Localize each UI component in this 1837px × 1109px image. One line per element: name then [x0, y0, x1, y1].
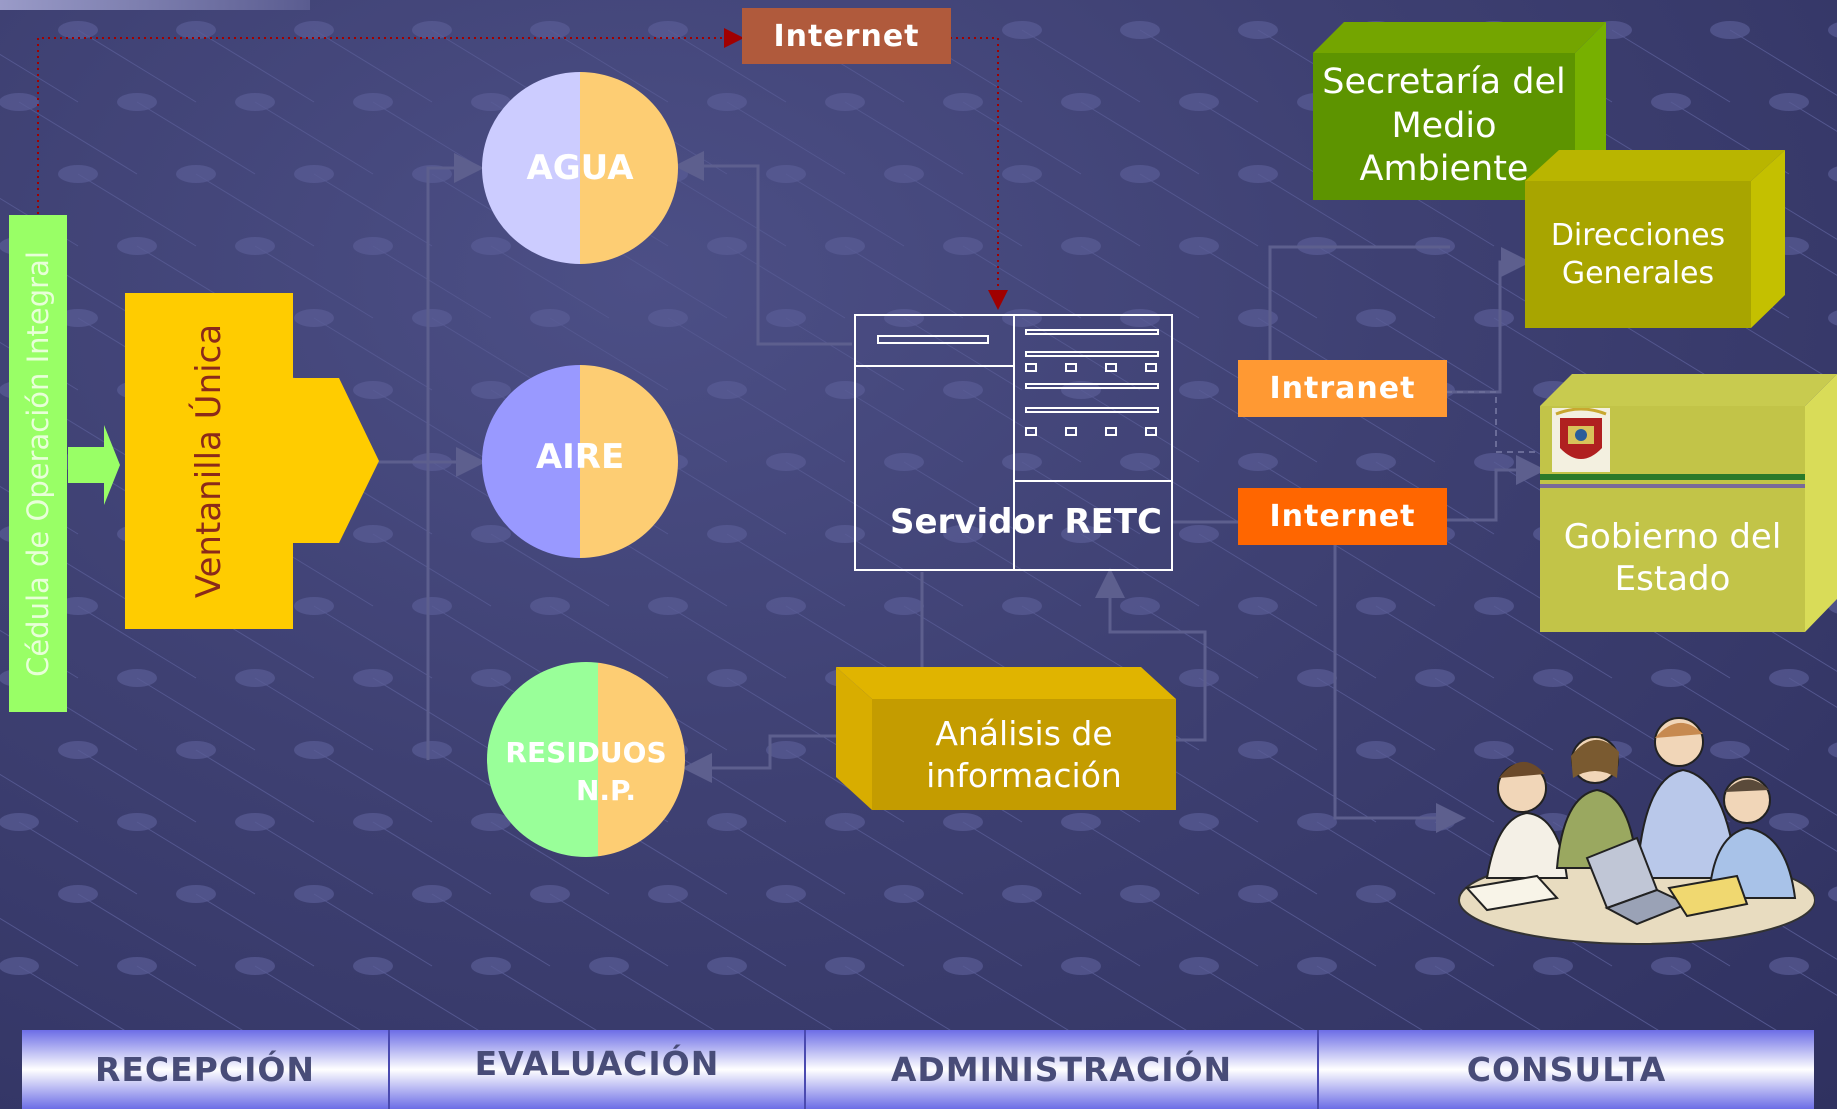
internet-top-box: Internet — [742, 8, 951, 64]
secretaria-line1: Secretaría del — [1322, 61, 1566, 102]
secretaria-line2: Medio Ambiente — [1359, 105, 1529, 190]
cedula-operacion-bar: Cédula de Operación Integral — [9, 215, 67, 712]
residuos-label-line1: RESIDUOS — [505, 736, 667, 769]
residuos-circle: RESIDUOS N.P. — [487, 662, 685, 857]
cedula-label: Cédula de Operación Integral — [21, 250, 55, 677]
intranet-label: Intranet — [1269, 371, 1416, 406]
server-icon — [854, 314, 1173, 571]
stage-recepcion: RECEPCIÓN — [22, 1030, 390, 1109]
gobierno-estado: Gobierno del Estado — [1540, 374, 1837, 632]
ventanilla-label: Ventanilla Única — [189, 323, 229, 599]
gobierno-box-shape — [1540, 374, 1837, 632]
agua-circle: AGUA — [482, 72, 678, 264]
ventanilla-unica: Ventanilla Única — [125, 293, 293, 629]
analisis-informacion: Análisis de información — [836, 667, 1176, 810]
stage-consulta: CONSULTA — [1466, 1050, 1667, 1089]
stage-evaluacion: EVALUACIÓN — [390, 1030, 806, 1109]
direcciones-box-shape — [1525, 150, 1785, 328]
gray-flow-lines — [378, 151, 1546, 833]
gobierno-line2: Estado — [1614, 559, 1731, 599]
internet-right-label: Internet — [1269, 499, 1416, 534]
red-dotted-internet-path — [37, 28, 1008, 310]
residuos-label-line2: N.P. — [575, 774, 637, 807]
title-bar-remnant — [0, 0, 310, 10]
stage-bar: RECEPCIÓN EVALUACIÓN ADMINISTRACIÓN CONS… — [22, 1030, 1814, 1109]
aire-label: AIRE — [535, 437, 625, 477]
aire-circle: AIRE — [482, 365, 678, 558]
gobierno-line1: Gobierno del — [1563, 516, 1782, 557]
state-seal-icon — [1552, 408, 1610, 472]
servidor-label: Servidor RETC — [890, 502, 1162, 542]
ventanilla-arrow-shape — [125, 293, 379, 629]
people-meeting-icon — [1458, 717, 1815, 945]
stage-administracion: ADMINISTRACIÓN — [806, 1030, 1319, 1109]
agua-label: AGUA — [526, 148, 634, 188]
direcciones-generales: Direcciones Generales — [1525, 150, 1785, 328]
intranet-box: Intranet — [1238, 360, 1447, 417]
dashed-connector — [1446, 391, 1540, 453]
internet-right-box: Internet — [1238, 488, 1447, 545]
green-arrow-icon — [68, 425, 120, 505]
analisis-line2: información — [926, 755, 1122, 795]
analisis-line1: Análisis de — [935, 714, 1113, 754]
internet-top-label: Internet — [773, 18, 920, 54]
analisis-box-shape — [836, 667, 1176, 810]
servidor-retc: Servidor RETC — [854, 314, 1173, 571]
direcciones-line2: Generales — [1561, 255, 1715, 291]
direcciones-line1: Direcciones — [1550, 218, 1726, 253]
